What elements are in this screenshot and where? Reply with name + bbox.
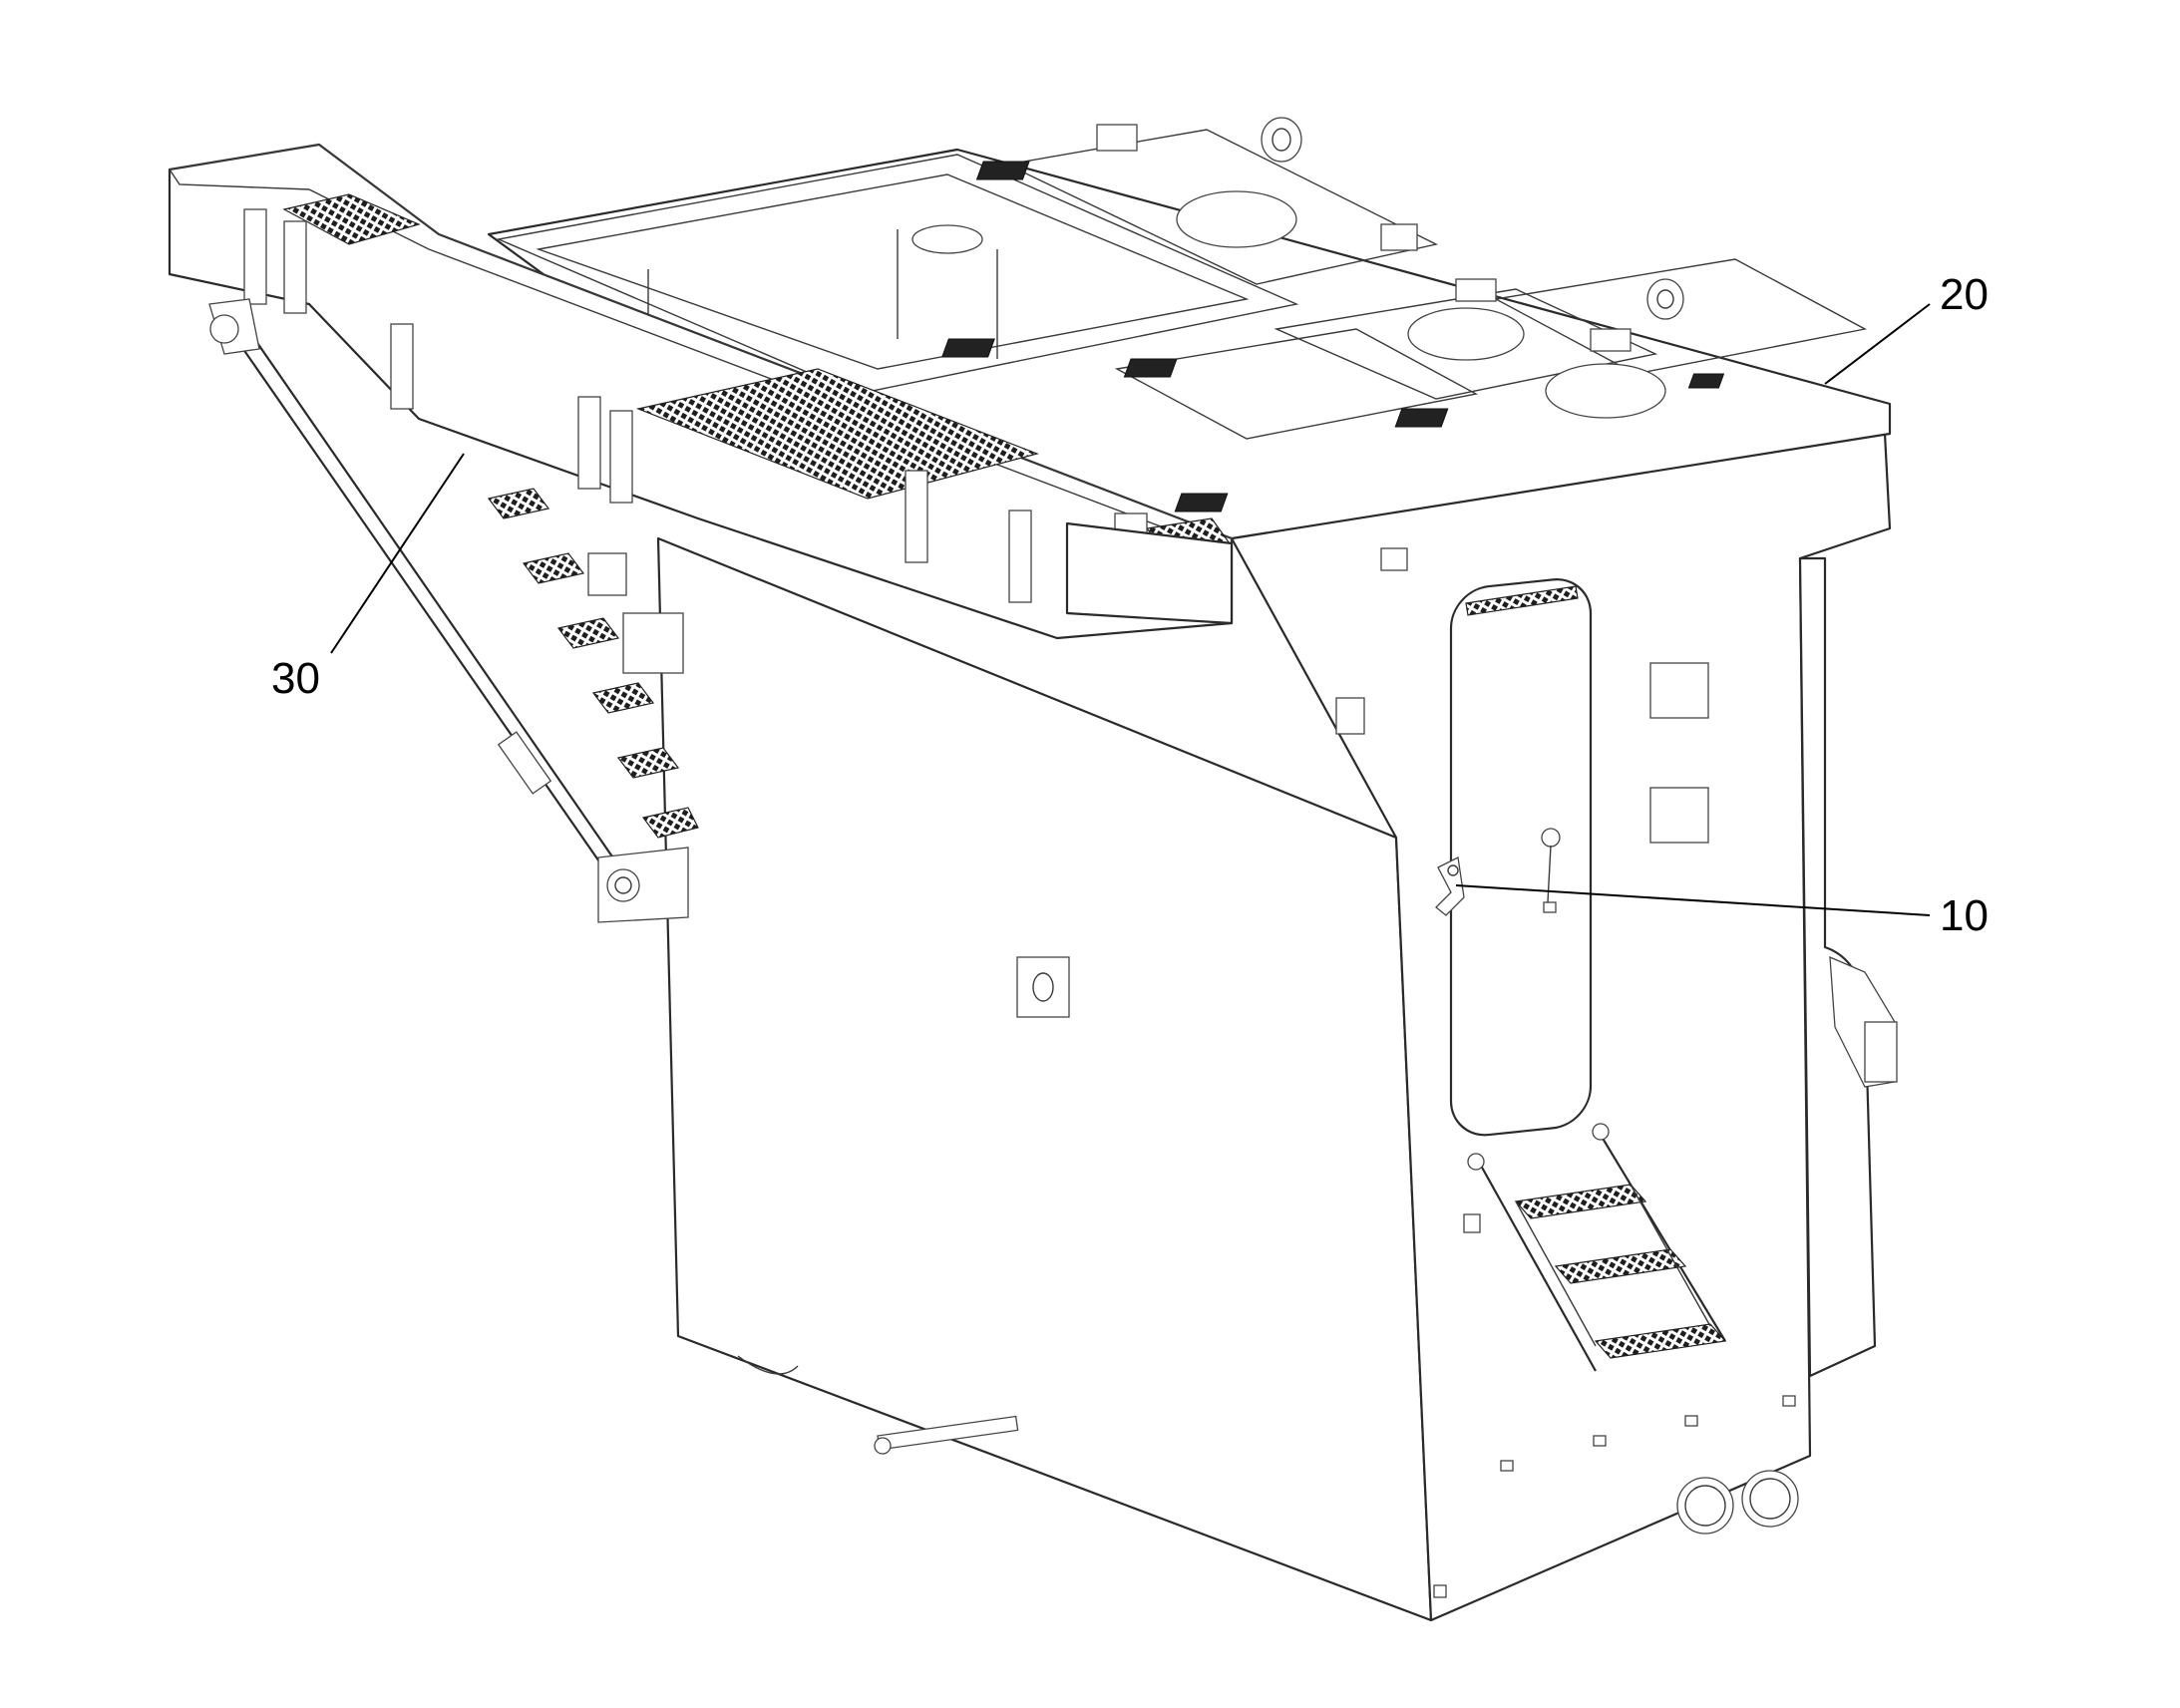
callout-label-20: 20 [1940, 270, 1989, 319]
underside-treads [487, 488, 699, 839]
callout-label-30: 30 [271, 654, 320, 703]
door-latch [1435, 856, 1465, 916]
main-housing [656, 432, 1892, 1622]
callout-10: 10 [1455, 884, 1989, 940]
lifting-eye [1261, 117, 1302, 163]
lifting-eye [1646, 278, 1684, 320]
walkway-arm [168, 143, 1234, 923]
boarding-ladder [1463, 1123, 1727, 1372]
callout-30: 30 [271, 453, 465, 703]
side-panel-details [1016, 547, 1898, 1598]
callout-20: 20 [1824, 270, 1989, 385]
side-door [1449, 578, 1593, 1137]
lower-bracket [597, 847, 689, 923]
callout-label-10: 10 [1940, 891, 1989, 940]
upper-pivot [208, 298, 260, 355]
